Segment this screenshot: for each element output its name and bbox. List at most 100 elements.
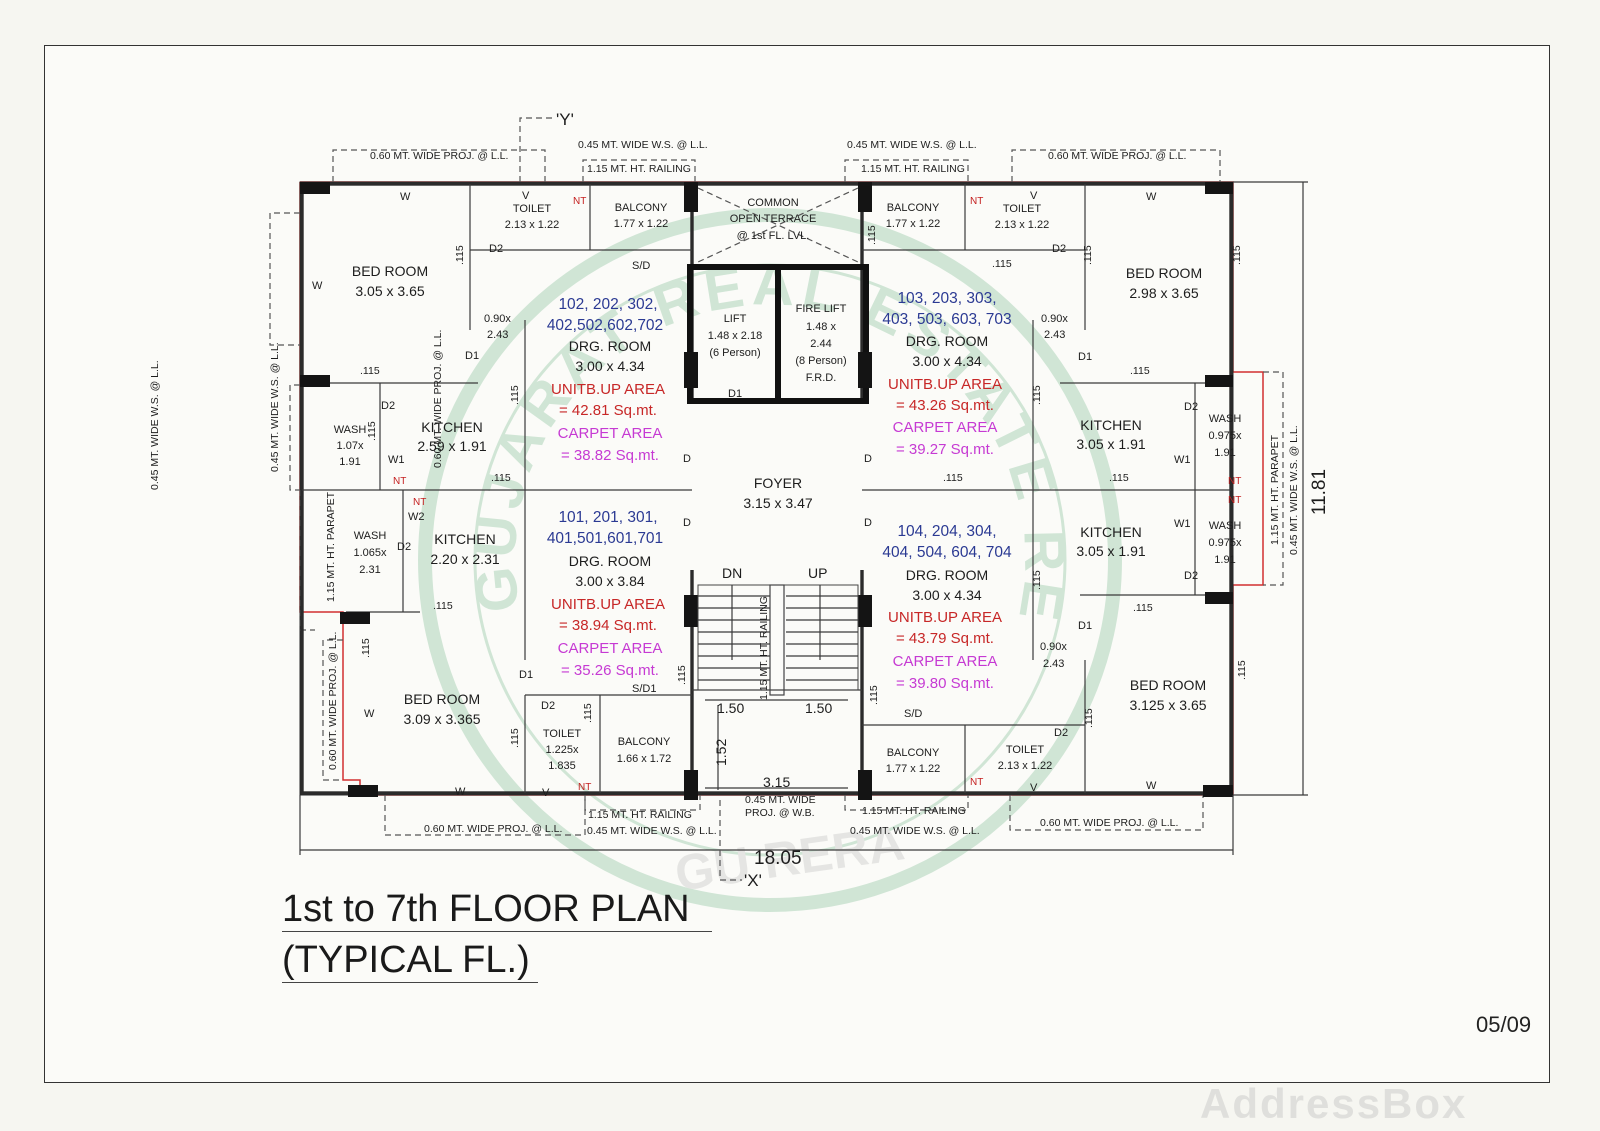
tag-d2-8: D2 [1054,727,1068,739]
note-ws-left-2: 0.45 MT. WIDE W.S. @ L.L. [269,342,281,472]
unit-01-unitb-value: = 38.94 Sq.mt. [559,617,657,634]
wash-bl-name: WASH [354,530,387,542]
dim-115-1: .115 [360,365,380,377]
kitchen-bl-size: 2.20 x 2.31 [430,551,499,567]
lift-size: 1.48 x 2.18 [708,330,762,342]
unit-02-unitb-label: UNITB.UP AREA [551,381,665,398]
dim-115-14: .115 [1031,385,1043,405]
kitchen-bl-name: KITCHEN [434,531,495,547]
bed-tl-size: 3.05 x 3.65 [355,283,424,299]
tag-w-1: W [400,191,411,203]
note-parapet-left: 1.15 MT. HT. PARAPET [325,491,337,602]
unit-block-01: 101, 201, 301, 401,501,601,701 DRG. ROOM… [547,509,665,679]
tag-v-4: V [1030,782,1038,794]
note-ws-tl: 0.45 MT. WIDE W.S. @ L.L. [578,139,708,151]
unit-03-numbers-1: 103, 203, 303, [897,290,996,307]
fire-lift-size-2: 2.44 [810,338,831,350]
terrace-l1: COMMON [747,197,798,209]
tag-w2-1: W2 [408,511,425,523]
tag-d2-3: D2 [381,400,395,412]
dim-115-21: .115 [1083,708,1095,728]
tag-w1-1: W1 [388,454,405,466]
tag-d1-5: D1 [728,388,742,400]
unit-block-02: 102, 202, 302, 402,502,602,702 DRG. ROOM… [547,296,665,464]
dim-115-6: .115 [433,600,453,612]
tag-d1-1: D1 [465,350,479,362]
wash-tr-size-2: 1.91 [1214,447,1235,459]
fire-lift-frd: F.R.D. [806,372,837,384]
tag-d-1: D [683,453,691,465]
dim-090-1: 0.90x [484,313,511,325]
toilet-br-size: 2.13 x 1.22 [998,760,1052,772]
stair-dim-3: 1.52 [713,739,729,766]
wash-tl-size-1: 1.07x [337,440,364,452]
bed-bl-size: 3.09 x 3.365 [403,711,480,727]
unit-03-size: 3.00 x 4.34 [912,353,981,369]
lift-name: LIFT [724,313,747,325]
terrace-l2: OPEN TERRACE [730,213,817,225]
note-proj-tl: 0.60 MT. WIDE PROJ. @ L.L. [370,150,508,162]
unit-03-numbers-2: 403, 503, 603, 703 [882,311,1011,328]
staircase [697,584,859,696]
balcony-br-name: BALCONY [887,747,940,759]
kitchen-tr-name: KITCHEN [1080,417,1141,433]
note-proj-left: 0.60 MT. WIDE PROJ. @ L.L. [327,632,339,770]
dim-115-3: .115 [491,472,511,484]
note-proj-left-2: 0.60 MT. WIDE PROJ. @ L.L. [432,330,444,468]
tag-w-4: W [364,708,375,720]
unit-02-size: 3.00 x 4.34 [575,358,644,374]
unit-03-room: DRG. ROOM [906,333,988,349]
kitchen-tr-size: 3.05 x 1.91 [1076,436,1145,452]
tag-d1-2: D1 [1078,351,1092,363]
unit-block-03: 103, 203, 303, 403, 503, 603, 703 DRG. R… [882,290,1011,458]
dim-115-13: .115 [509,385,521,405]
note-railing-tl: 1.15 MT. HT. RAILING [587,163,691,175]
balcony-tl-size: 1.77 x 1.22 [614,218,668,230]
balcony-bl-size: 1.66 x 1.72 [617,753,671,765]
tag-d2-2: D2 [1052,243,1066,255]
tag-sd1-1: S/D1 [632,683,656,695]
wash-bl-size-2: 2.31 [359,564,380,576]
dim-115-20: .115 [868,685,880,705]
watermark-logo: AddressBox [1200,1080,1468,1127]
wash-br-name: WASH [1209,520,1242,532]
wash-tl-name: WASH [334,424,367,436]
note-railing-bl: 1.15 MT. HT. RAILING [588,809,692,821]
tag-nt-8: NT [970,777,983,788]
tag-nt-4: NT [1228,476,1241,487]
note-proj-wb-1: 0.45 MT. WIDE [745,794,816,806]
foyer-name: FOYER [754,475,802,491]
note-railing-tr: 1.15 MT. HT. RAILING [861,163,965,175]
tag-sd-2: S/D [904,708,922,720]
note-stair-railing: 1.15 MT. HT. RAILING [758,596,770,700]
unit-01-numbers-2: 401,501,601,701 [547,530,663,547]
tag-nt-6: NT [1228,495,1241,506]
note-ws-tr: 0.45 MT. WIDE W.S. @ L.L. [847,139,977,151]
tag-nt-1: NT [573,196,586,207]
unit-02-carpet-value: = 38.82 Sq.mt. [561,447,659,464]
overall-height: 11.81 [1309,469,1330,515]
note-ws-left: 0.45 MT. WIDE W.S. @ L.L. [149,360,161,490]
toilet-bl-name: TOILET [543,728,582,740]
dim-115-22: .115 [1236,660,1248,680]
tag-nt-7: NT [578,782,591,793]
note-ws-right: 0.45 MT. WIDE W.S. @ L.L. [1288,425,1300,555]
bed-tl-name: BED ROOM [352,263,428,279]
note-proj-wb-2: PROJ. @ W.B. [745,807,815,819]
unit-01-room: DRG. ROOM [569,553,651,569]
kitchen-br-size: 3.05 x 1.91 [1076,543,1145,559]
unit-02-carpet-label: CARPET AREA [558,425,663,442]
dim-090-3: 0.90x [1040,641,1067,653]
tag-v-2: V [1030,190,1038,202]
kitchen-br-name: KITCHEN [1080,524,1141,540]
unit-block-04: 104, 204, 304, 404, 504, 604, 704 DRG. R… [882,523,1012,692]
tag-d-4: D [864,517,872,529]
toilet-tr-size: 2.13 x 1.22 [995,219,1049,231]
note-railing-br: 1.15 MT. HT. RAILING [862,805,966,817]
unit-03-unitb-label: UNITB.UP AREA [888,376,1002,393]
section-marker-x: 'X' [744,871,762,890]
unit-03-carpet-value: = 39.27 Sq.mt. [896,441,994,458]
unit-03-unitb-value: = 43.26 Sq.mt. [896,397,994,414]
wash-bl-size-1: 1.065x [353,547,387,559]
